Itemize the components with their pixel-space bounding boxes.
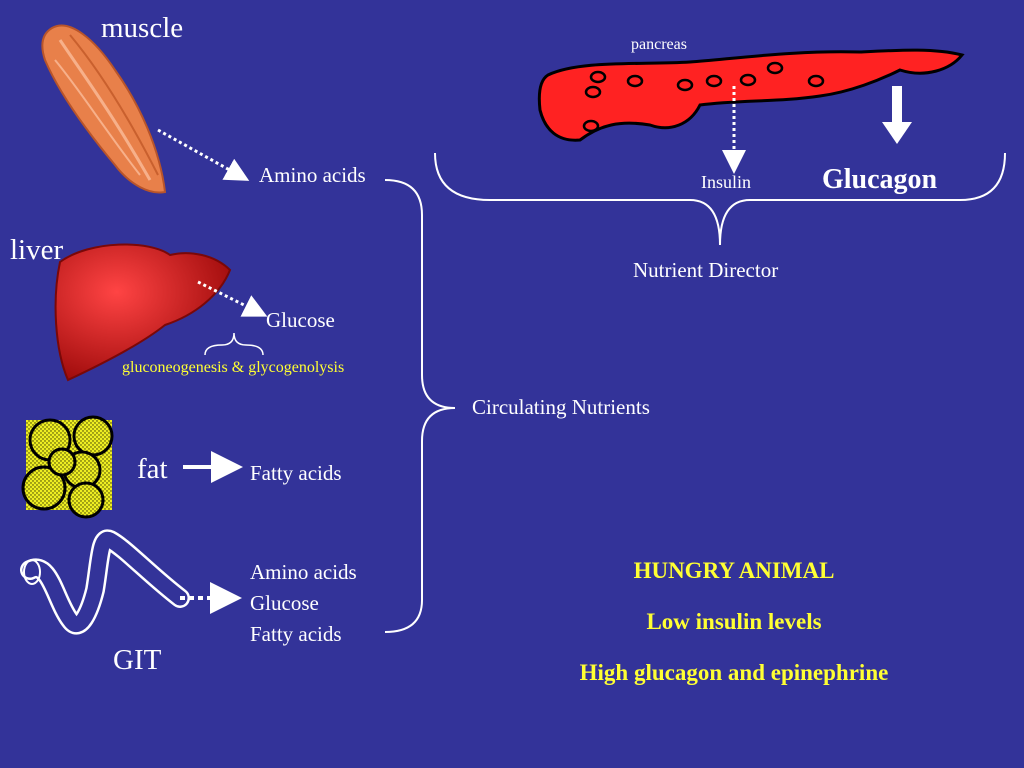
liver-label: liver xyxy=(10,234,64,266)
liver-product-label: Glucose xyxy=(266,308,335,332)
glucagon-label: Glucagon xyxy=(822,164,938,195)
git-products-list: Amino acids Glucose Fatty acids xyxy=(250,557,357,650)
git-label: GIT xyxy=(113,644,162,676)
muscle-arrow xyxy=(157,128,250,181)
fat-product-label: Fatty acids xyxy=(250,461,342,485)
git-product-item: Fatty acids xyxy=(250,622,342,646)
fat-cells-icon xyxy=(21,415,114,519)
pancreas-icon xyxy=(537,48,965,142)
liver-process-label: gluconeogenesis & glycogenolysis xyxy=(122,359,345,376)
git-product-item: Glucose xyxy=(250,591,319,615)
git-tube-icon xyxy=(20,529,190,635)
director-brace xyxy=(434,152,1006,246)
insulin-label: Insulin xyxy=(701,172,752,192)
liver-process-brace xyxy=(204,332,264,356)
muscle-product-label: Amino acids xyxy=(259,163,366,187)
pancreas-label: pancreas xyxy=(631,36,687,53)
liver-icon xyxy=(54,243,232,382)
fat-label: fat xyxy=(137,453,168,485)
muscle-icon xyxy=(41,24,167,194)
circulating-nutrients-label: Circulating Nutrients xyxy=(472,395,650,419)
status-glucagon: High glucagon and epinephrine xyxy=(579,660,889,685)
status-insulin: Low insulin levels xyxy=(646,609,822,634)
nutrient-director-label: Nutrient Director xyxy=(633,258,779,282)
circulation-brace xyxy=(384,179,456,633)
status-block: HUNGRY ANIMAL Low insulin levels High gl… xyxy=(504,557,964,710)
glucagon-arrow xyxy=(882,86,912,144)
muscle-label: muscle xyxy=(101,12,184,44)
git-product-item: Amino acids xyxy=(250,560,357,584)
status-title: HUNGRY ANIMAL xyxy=(633,558,835,583)
